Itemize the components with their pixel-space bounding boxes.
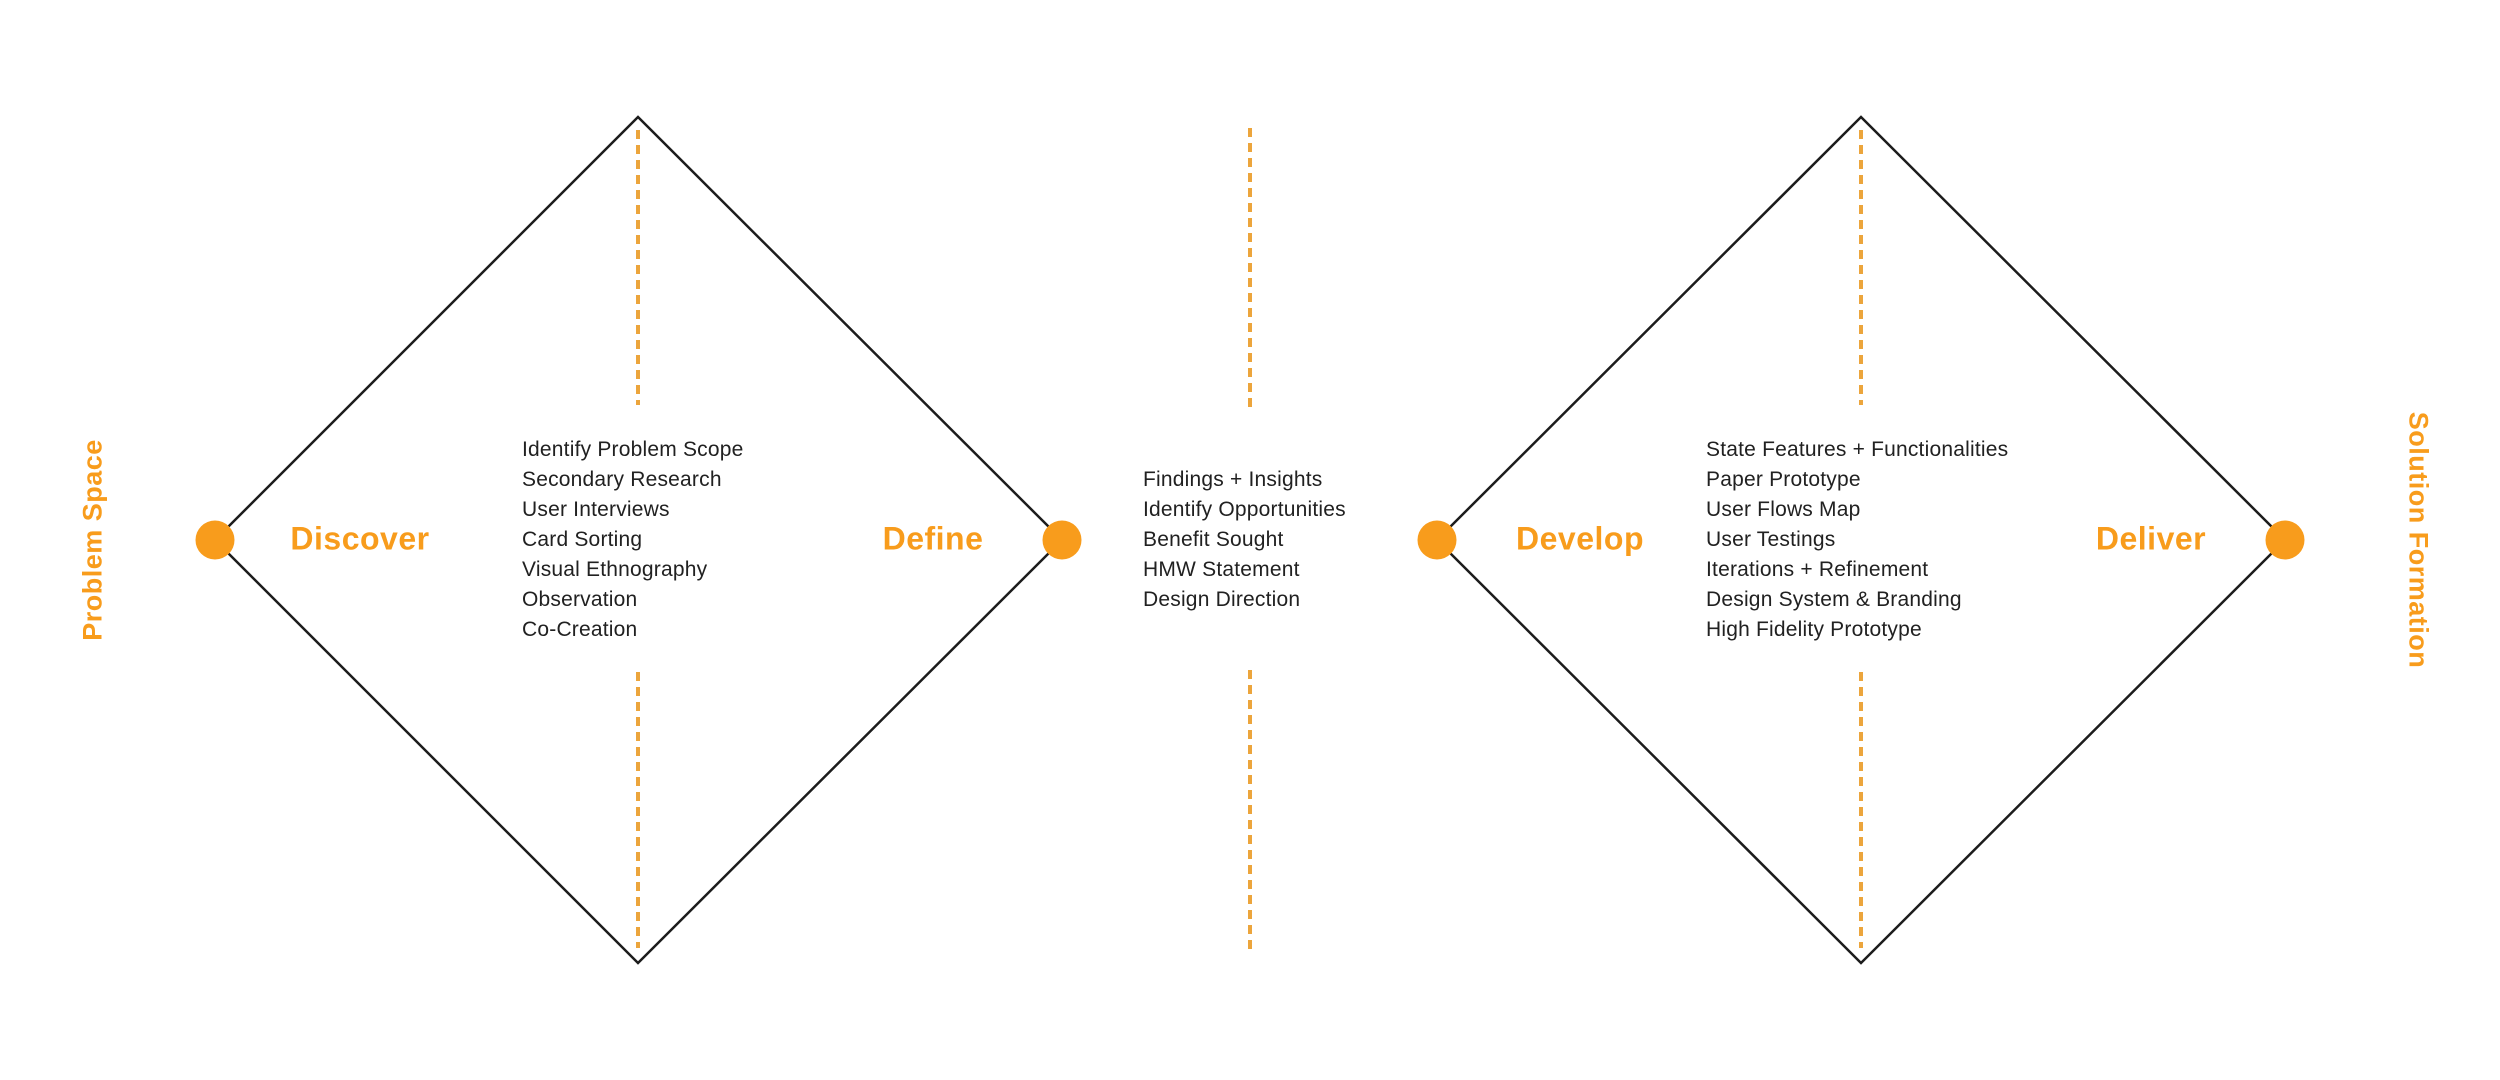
stage-dot-discover [195, 520, 235, 560]
list-item: Paper Prototype [1706, 468, 1861, 491]
stage-dot-define [1042, 520, 1082, 560]
stage-label-discover: Discover [290, 520, 430, 557]
side-label-solution-formation: Solution Formation [2403, 411, 2434, 669]
list-item: User Testings [1706, 528, 1836, 551]
diamond-outline-solution-formation [1435, 115, 2287, 965]
list-item: Visual Ethnography [522, 558, 708, 581]
diamond-outline-problem-space [213, 115, 1064, 965]
list-item: Benefit Sought [1143, 528, 1284, 551]
stage-dot-deliver [2265, 520, 2305, 560]
side-label-problem-space: Problem Space [77, 439, 108, 641]
stage-label-define: Define [882, 520, 984, 557]
stage-dot-develop [1417, 520, 1457, 560]
develop-methods-list: State Features + Functionalities Paper P… [1706, 435, 2008, 645]
list-item: Findings + Insights [1143, 468, 1323, 491]
list-item: Co-Creation [522, 618, 638, 641]
list-item: User Interviews [522, 498, 670, 521]
list-item: Secondary Research [522, 468, 722, 491]
list-item: Identify Opportunities [1143, 498, 1346, 521]
stage-label-deliver: Deliver [2095, 520, 2207, 557]
list-item: Card Sorting [522, 528, 643, 551]
stage-label-develop: Develop [1516, 520, 1644, 557]
discover-methods-list: Identify Problem Scope Secondary Researc… [522, 435, 744, 645]
list-item: State Features + Functionalities [1706, 438, 2009, 461]
list-item: Design System & Branding [1706, 588, 1962, 611]
list-item: Iterations + Refinement [1706, 558, 1929, 581]
list-item: User Flows Map [1706, 498, 1861, 521]
list-item: High Fidelity Prototype [1706, 618, 1922, 641]
define-outputs-list: Findings + Insights Identify Opportuniti… [1143, 465, 1346, 615]
list-item: Observation [522, 588, 638, 611]
list-item: HMW Statement [1143, 558, 1300, 581]
list-item: Identify Problem Scope [522, 438, 744, 461]
list-item: Design Direction [1143, 588, 1301, 611]
